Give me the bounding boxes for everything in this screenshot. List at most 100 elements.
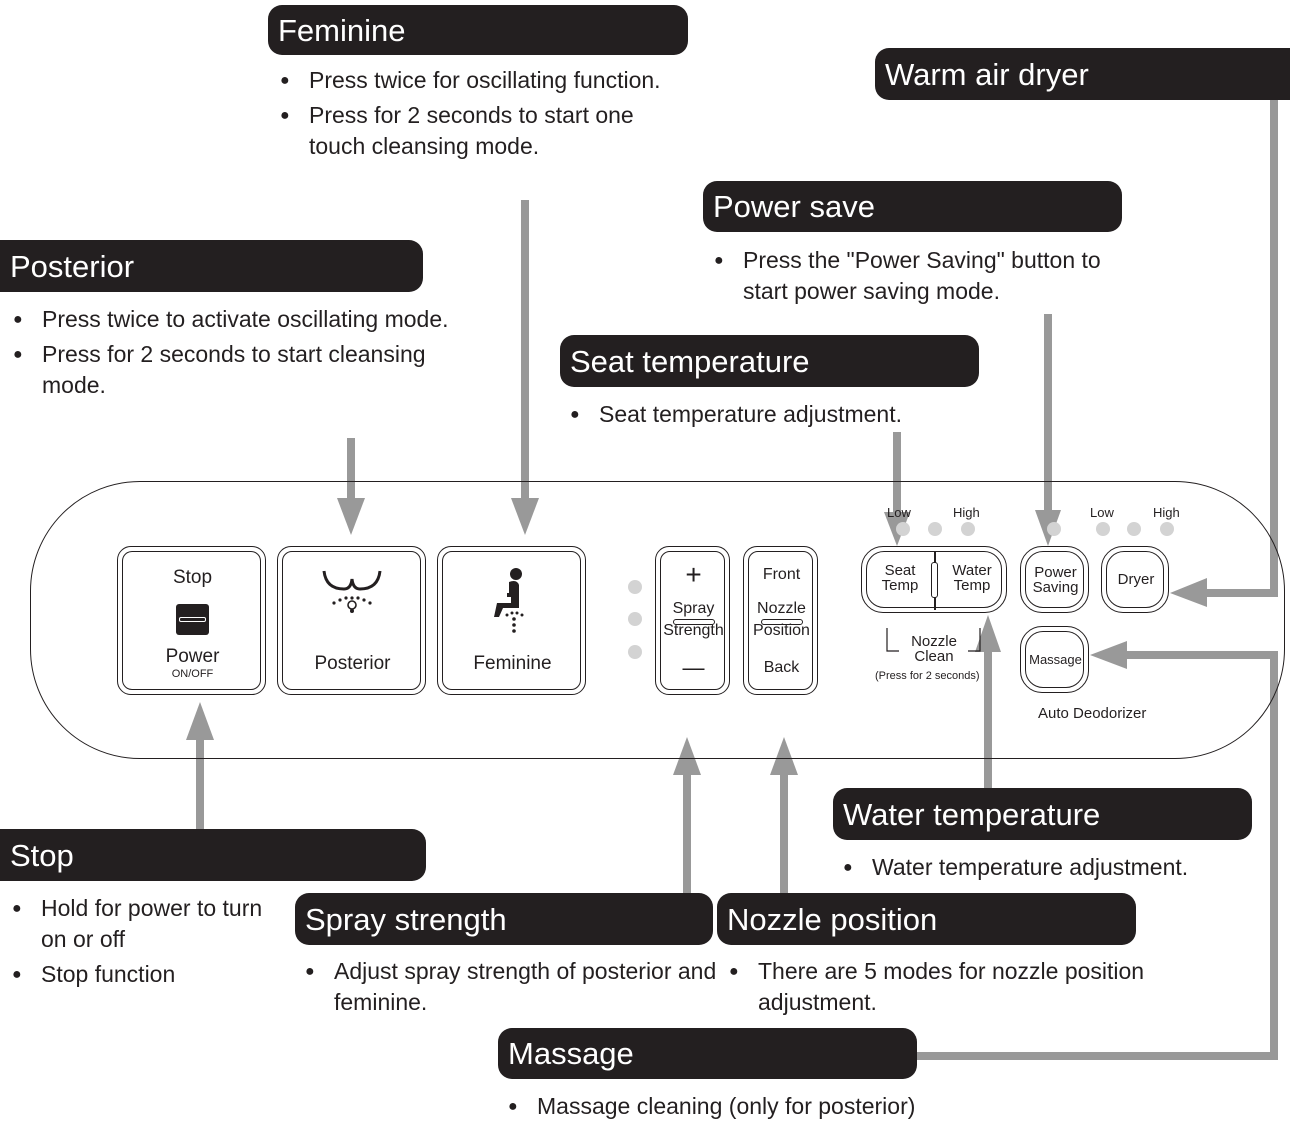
nozzle-clean-button-label[interactable]: Nozzle [911,633,957,650]
list-item: Adjust spray strength of posterior and f… [305,956,725,1018]
spray-plus-button[interactable]: + [685,559,702,590]
power-save-arrow-shaft [1044,314,1052,512]
posterior-button-label: Posterior [314,653,391,674]
feminine-callout-title: Feminine [268,5,688,55]
water-temp-arrow-shaft [984,650,992,790]
list-item: Water temperature adjustment. [843,852,1263,883]
spray-level-dot [628,580,642,594]
massage-label: Massage [1029,652,1082,667]
water-temp-arrow-head [975,615,1001,652]
power-save-callout-title: Power save [703,181,1122,232]
massage-line-bottom [915,1052,1278,1060]
dryer-level-dot [1160,522,1174,536]
feminine-button[interactable]: Feminine [437,546,586,695]
power-label: Power [165,646,220,667]
feminine-icon [494,568,524,633]
spray-strength-button[interactable]: + Spray Strength — [655,546,730,695]
stop-arrow-head [186,702,214,740]
stop-power-button[interactable]: Stop Power ON/OFF [117,546,266,695]
posterior-callout-title: Posterior [0,240,423,292]
spray-arrow-head [673,737,701,775]
dryer-line-vertical [1270,97,1278,596]
water-temperature-callout-bullets: Water temperature adjustment. [843,852,1263,887]
nozzle-clean-label-line2: Clean [914,648,954,665]
control-panel [30,481,1285,759]
feminine-arrow-shaft [521,200,529,500]
stop-arrow-shaft [196,738,204,830]
dryer-low-label: Low [1090,505,1114,520]
feminine-callout-bullets: Press twice for oscillating function. Pr… [280,65,690,166]
seat-temp-label-line2: Temp [881,577,919,594]
list-item: Stop function [12,959,292,990]
feminine-button-label: Feminine [473,653,552,674]
posterior-arrow-shaft [347,438,355,500]
seat-temperature-callout-bullets: Seat temperature adjustment. [570,399,990,434]
temp-divider-slot [931,562,938,598]
water-temperature-callout-title: Water temperature [833,788,1252,840]
dryer-button[interactable]: Dryer [1101,546,1169,613]
spray-slot [673,619,715,625]
water-temp-label-line2: Temp [953,577,991,594]
seat-temp-high-label: High [953,505,980,520]
spray-strength-callout-bullets: Adjust spray strength of posterior and f… [305,956,725,1022]
seat-temp-arrow-shaft [893,432,901,514]
strength-label: Strength [663,622,724,639]
power-icon-slot [179,617,206,622]
seat-temp-level-dot [896,522,910,536]
dryer-high-label: High [1153,505,1180,520]
list-item: There are 5 modes for nozzle position ad… [729,956,1169,1018]
list-item: Press twice for oscillating function. [280,65,690,96]
seat-temperature-callout-title: Seat temperature [560,335,979,387]
warm-air-dryer-callout-title: Warm air dryer [875,48,1290,100]
posterior-arrow-head [337,498,365,535]
list-item: Press the "Power Saving" button to start… [714,245,1124,307]
dryer-label: Dryer [1117,571,1155,588]
feminine-arrow-head [511,498,539,535]
power-saving-button-inner [1025,551,1084,608]
stop-label: Stop [172,567,213,588]
spray-level-dot [628,612,642,626]
massage-arrow-head [1090,641,1127,669]
list-item: Press twice to activate oscillating mode… [13,304,513,335]
spray-minus-button[interactable]: — [682,655,705,680]
power-save-callout-bullets: Press the "Power Saving" button to start… [714,245,1124,311]
stop-callout-bullets: Hold for power to turn on or off Stop fu… [12,893,292,994]
nozzle-arrow-head [770,737,798,775]
dryer-level-dot [1127,522,1141,536]
power-saving-label-line1: Power [1034,564,1077,581]
list-item: Hold for power to turn on or off [12,893,292,955]
seat-temp-label-line1: Seat [884,562,916,579]
dryer-button-inner [1106,551,1164,608]
power-saving-button[interactable]: Power Saving [1020,546,1089,613]
power-saving-label-line2: Saving [1032,579,1079,596]
nozzle-position-button[interactable]: Front Nozzle Position Back [743,546,818,695]
massage-line-vertical [1270,651,1278,1060]
nozzle-back-button[interactable]: Back [763,659,800,676]
list-item: Seat temperature adjustment. [570,399,990,430]
spray-strength-button-inner [660,551,725,690]
nozzle-clean-note: (Press for 2 seconds) [875,670,980,682]
stop-power-button-inner [122,551,261,690]
massage-callout-title: Massage [498,1028,917,1079]
seat-temp-low-label: Low [887,505,911,520]
massage-button[interactable]: Massage [1020,626,1089,693]
power-sub-label: ON/OFF [171,668,214,680]
seat-temp-level-dot [961,522,975,536]
posterior-button-inner [282,551,421,690]
list-item: Press for 2 seconds to start cleansing m… [13,339,482,401]
stop-callout-title: Stop [0,829,426,881]
posterior-button[interactable]: Posterior [277,546,426,695]
seat-temp-level-dot [928,522,942,536]
power-saving-indicator-dot [1047,522,1061,536]
dryer-line-horizontal [1205,589,1278,597]
posterior-icon [322,570,382,613]
spray-level-dot [628,645,642,659]
auto-deodorizer-label: Auto Deodorizer [1038,705,1147,722]
posterior-callout-bullets: Press twice to activate oscillating mode… [13,304,513,405]
temp-button-group: Seat Temp Water Temp [861,546,1007,613]
nozzle-position-callout-title: Nozzle position [717,893,1136,945]
nozzle-front-button[interactable]: Front [762,566,801,583]
massage-button-inner [1025,631,1084,688]
position-label: Position [753,622,810,639]
spray-label: Spray [672,600,715,617]
